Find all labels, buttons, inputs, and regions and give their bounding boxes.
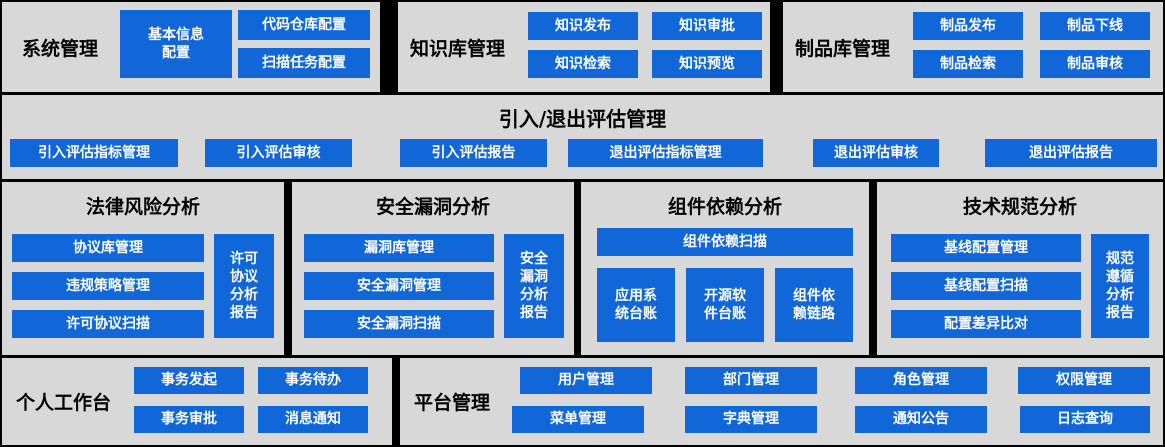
role-mgmt-button[interactable]: 角色管理 <box>855 367 987 394</box>
menu-mgmt-button[interactable]: 菜单管理 <box>512 406 644 433</box>
protocol-lib-mgmt-button[interactable]: 协议库管理 <box>12 234 204 262</box>
permission-mgmt-button[interactable]: 权限管理 <box>1018 367 1150 394</box>
button-label: 安全漏洞分析报告 <box>520 250 548 322</box>
import-eval-report-button[interactable]: 引入评估报告 <box>400 139 547 167</box>
import-eval-review-button[interactable]: 引入评估审核 <box>205 139 352 167</box>
exit-eval-review-button[interactable]: 退出评估审核 <box>813 139 939 167</box>
exit-eval-metric-mgmt-button[interactable]: 退出评估指标管理 <box>568 139 763 167</box>
scan-task-config-button[interactable]: 扫描任务配置 <box>238 48 370 78</box>
panel-dependency-analysis: 组件依赖分析 组件依赖扫描 应用系统台账 开源软件台账 组件依赖链路 <box>581 182 869 355</box>
panel-knowledge-mgmt: 知识库管理 知识发布 知识审批 知识检索 知识预览 <box>398 2 770 92</box>
workbench-title: 个人工作台 <box>16 392 112 414</box>
platform-mgmt-title: 平台管理 <box>414 392 491 414</box>
license-analysis-report-button[interactable]: 许可协议分析报告 <box>214 234 274 338</box>
baseline-config-scan-button[interactable]: 基线配置扫描 <box>891 272 1081 300</box>
dependency-chain-button[interactable]: 组件依赖链路 <box>775 268 853 342</box>
button-label: 基本信息配置 <box>148 26 204 61</box>
vuln-analysis-title: 安全漏洞分析 <box>375 196 490 218</box>
user-mgmt-button[interactable]: 用户管理 <box>520 367 652 394</box>
baseline-config-mgmt-button[interactable]: 基线配置管理 <box>891 234 1081 262</box>
panel-system-mgmt: 系统管理 基本信息配置 代码仓库配置 扫描任务配置 <box>2 2 380 92</box>
button-label: 许可协议分析报告 <box>230 250 258 322</box>
component-dependency-scan-button[interactable]: 组件依赖扫描 <box>597 228 853 256</box>
oss-ledger-button[interactable]: 开源软件台账 <box>686 268 764 342</box>
artifact-offline-button[interactable]: 制品下线 <box>1040 12 1150 40</box>
exit-eval-report-button[interactable]: 退出评估报告 <box>985 139 1157 167</box>
dept-mgmt-button[interactable]: 部门管理 <box>685 367 817 394</box>
artifact-publish-button[interactable]: 制品发布 <box>913 12 1023 40</box>
knowledge-search-button[interactable]: 知识检索 <box>528 50 638 78</box>
panel-platform-mgmt: 平台管理 用户管理 部门管理 角色管理 权限管理 菜单管理 字典管理 通知公告 … <box>400 358 1163 445</box>
button-label: 开源软件台账 <box>704 287 746 322</box>
knowledge-approval-button[interactable]: 知识审批 <box>652 12 762 40</box>
system-mgmt-title: 系统管理 <box>22 38 99 60</box>
panel-legal-risk-analysis: 法律风险分析 协议库管理 违规策略管理 许可协议扫描 许可协议分析报告 <box>2 182 284 355</box>
artifact-audit-button[interactable]: 制品审核 <box>1040 50 1150 78</box>
panel-personal-workbench: 个人工作台 事务发起 事务待办 事务审批 消息通知 <box>2 358 392 445</box>
message-notify-button[interactable]: 消息通知 <box>258 406 368 433</box>
panel-artifact-mgmt: 制品库管理 制品发布 制品下线 制品检索 制品审核 <box>783 2 1163 92</box>
button-label: 组件依赖链路 <box>793 287 835 322</box>
panel-eval-mgmt: 引入/退出评估管理 引入评估指标管理 引入评估审核 引入评估报告 退出评估指标管… <box>2 95 1163 179</box>
vuln-analysis-report-button[interactable]: 安全漏洞分析报告 <box>504 234 564 338</box>
config-diff-compare-button[interactable]: 配置差异比对 <box>891 310 1081 338</box>
dependency-analysis-title: 组件依赖分析 <box>667 196 782 218</box>
artifact-search-button[interactable]: 制品检索 <box>913 50 1023 78</box>
spec-compliance-report-button[interactable]: 规范遵循分析报告 <box>1091 234 1149 338</box>
license-scan-button[interactable]: 许可协议扫描 <box>12 310 204 338</box>
spec-analysis-title: 技术规范分析 <box>962 196 1077 218</box>
task-todo-button[interactable]: 事务待办 <box>258 367 368 394</box>
import-eval-metric-mgmt-button[interactable]: 引入评估指标管理 <box>10 139 178 167</box>
button-label: 规范遵循分析报告 <box>1106 250 1134 322</box>
basic-info-config-button[interactable]: 基本信息配置 <box>120 10 232 78</box>
violation-policy-mgmt-button[interactable]: 违规策略管理 <box>12 272 204 300</box>
code-repo-config-button[interactable]: 代码仓库配置 <box>238 10 370 40</box>
eval-mgmt-title: 引入/退出评估管理 <box>498 107 667 131</box>
vuln-lib-mgmt-button[interactable]: 漏洞库管理 <box>304 234 494 262</box>
button-label: 应用系统台账 <box>615 287 657 322</box>
vuln-scan-button[interactable]: 安全漏洞扫描 <box>304 310 494 338</box>
panel-spec-analysis: 技术规范分析 基线配置管理 基线配置扫描 配置差异比对 规范遵循分析报告 <box>877 182 1163 355</box>
log-query-button[interactable]: 日志查询 <box>1020 406 1150 433</box>
vuln-mgmt-button[interactable]: 安全漏洞管理 <box>304 272 494 300</box>
task-initiate-button[interactable]: 事务发起 <box>134 367 244 394</box>
task-approve-button[interactable]: 事务审批 <box>134 406 244 433</box>
dict-mgmt-button[interactable]: 字典管理 <box>685 406 817 433</box>
app-system-ledger-button[interactable]: 应用系统台账 <box>597 268 675 342</box>
knowledge-mgmt-title: 知识库管理 <box>410 38 506 60</box>
artifact-mgmt-title: 制品库管理 <box>795 38 891 60</box>
knowledge-preview-button[interactable]: 知识预览 <box>652 50 762 78</box>
knowledge-publish-button[interactable]: 知识发布 <box>528 12 638 40</box>
panel-vuln-analysis: 安全漏洞分析 漏洞库管理 安全漏洞管理 安全漏洞扫描 安全漏洞分析报告 <box>292 182 574 355</box>
legal-risk-title: 法律风险分析 <box>85 196 200 218</box>
notice-button[interactable]: 通知公告 <box>855 406 987 433</box>
